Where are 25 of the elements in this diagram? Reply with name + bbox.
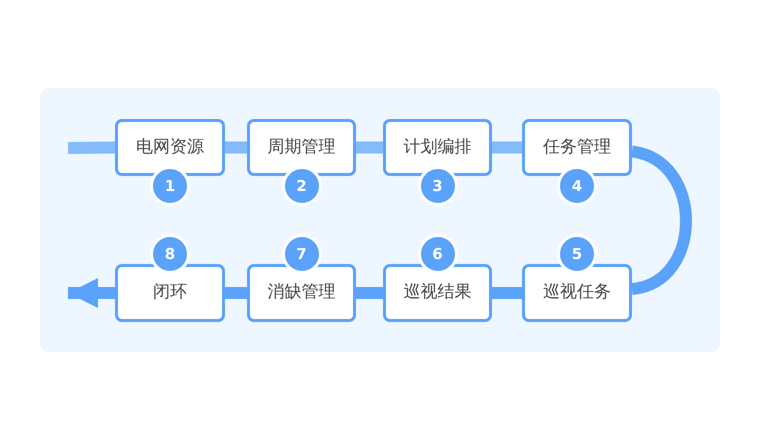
connector-line [68,142,116,154]
step-label: 周期管理 [268,136,336,159]
process-box [383,119,492,176]
step-label: 巡视任务 [543,281,611,304]
process-box [115,264,225,322]
process-box [247,264,356,322]
process-box [522,119,632,176]
connector-line [630,146,692,295]
connector-line [225,142,247,154]
process-box [522,264,632,322]
arrow [68,278,115,308]
step-label: 电网资源 [136,136,204,159]
step-label: 巡视结果 [404,281,472,304]
step-label: 计划编排 [404,136,472,159]
step-label: 闭环 [153,281,187,304]
step-label: 消缺管理 [268,281,336,304]
connector-line [356,287,383,299]
process-box [247,119,356,176]
connector-line [225,287,247,299]
process-box [383,264,492,322]
connector-line [356,142,383,154]
process-box [115,119,225,176]
connector-line [492,142,522,154]
step-label: 任务管理 [543,136,611,159]
connector-line [492,287,522,299]
